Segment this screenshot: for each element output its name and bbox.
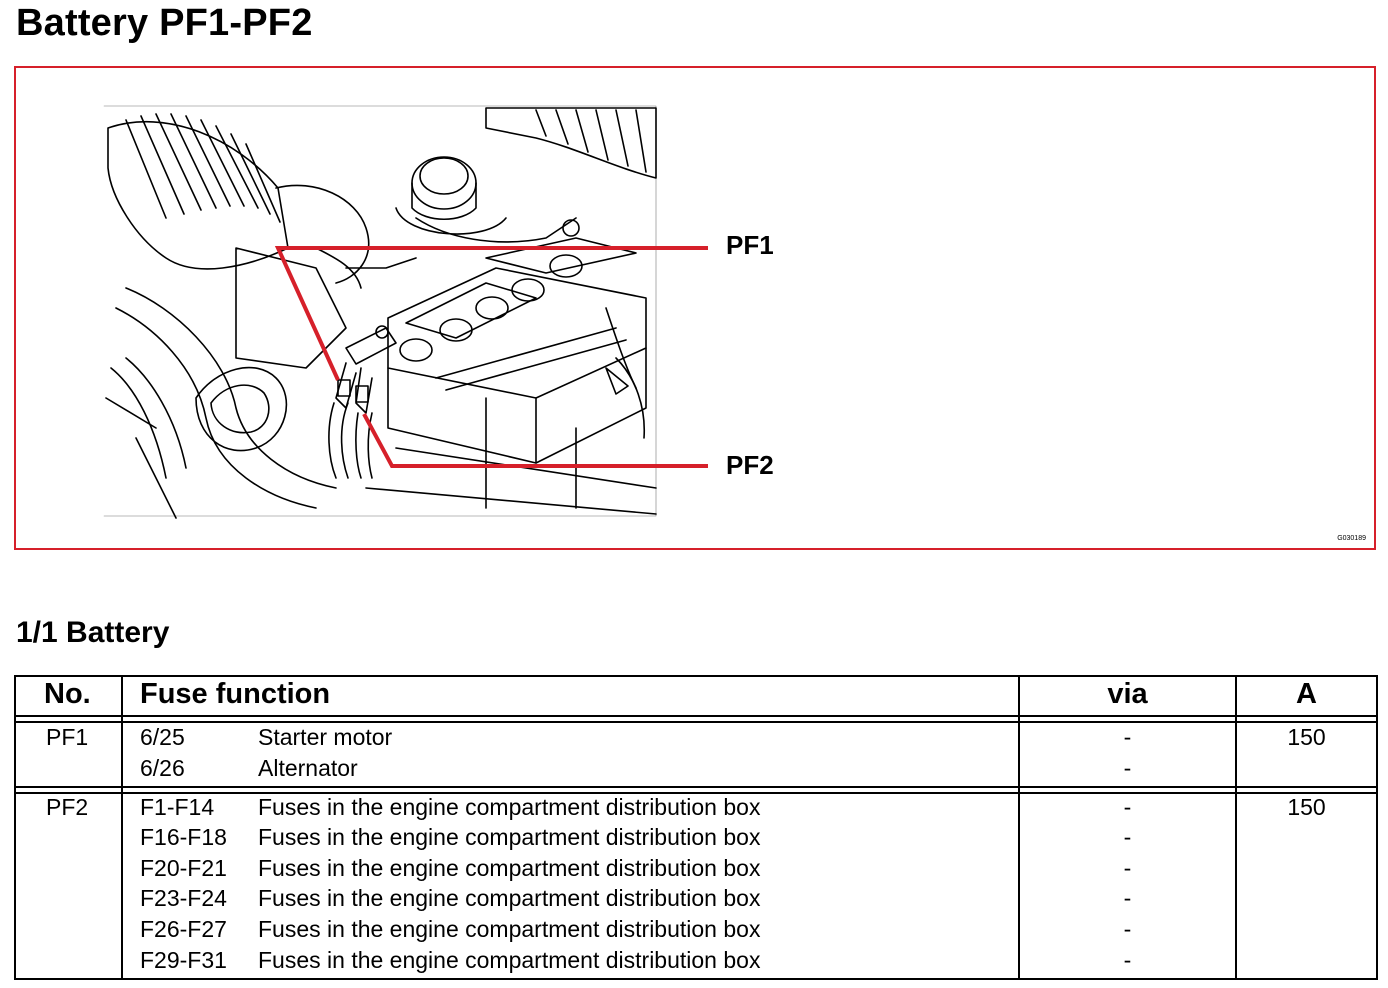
circuit-description: Fuses in the engine compartment distribu…: [258, 794, 761, 820]
header-fuse-function: Fuse function: [140, 678, 331, 710]
circuit-description: Fuses in the engine compartment distribu…: [258, 885, 761, 911]
group-rule: [16, 786, 1376, 788]
fuse-table: No. Fuse function via A PF1 150 6/25 Sta…: [14, 675, 1378, 980]
header-no: No.: [44, 678, 91, 710]
figure-frame: PF1 PF2 G030189: [14, 66, 1376, 550]
column-divider: [121, 677, 123, 978]
circuit-code: F26-F27: [140, 916, 227, 942]
fuse-number: PF2: [46, 794, 89, 820]
circuit-description: Fuses in the engine compartment distribu…: [258, 824, 761, 850]
header-via: via: [1107, 678, 1148, 710]
circuit-description: Fuses in the engine compartment distribu…: [258, 947, 761, 973]
engine-bay-illustration: [103, 105, 708, 519]
circuit-via: -: [1123, 855, 1132, 881]
circuit-code: F16-F18: [140, 824, 227, 850]
circuit-code: F23-F24: [140, 885, 227, 911]
column-divider: [1235, 677, 1237, 978]
table-row: F29-F31 Fuses in the engine compartment …: [16, 945, 1376, 975]
fuse-amps: 150: [1287, 724, 1326, 750]
circuit-code: 6/25: [140, 724, 185, 750]
table-row: F26-F27 Fuses in the engine compartment …: [16, 914, 1376, 944]
fuse-number: PF1: [46, 724, 89, 750]
circuit-via: -: [1123, 755, 1132, 781]
page-title: Battery PF1-PF2: [16, 2, 313, 44]
circuit-via: -: [1123, 794, 1132, 820]
table-row: F23-F24 Fuses in the engine compartment …: [16, 883, 1376, 913]
figure-code: G030189: [1337, 535, 1366, 542]
circuit-via: -: [1123, 724, 1132, 750]
column-divider: [1018, 677, 1020, 978]
header-amps: A: [1296, 678, 1317, 710]
circuit-via: -: [1123, 916, 1132, 942]
circuit-code: 6/26: [140, 755, 185, 781]
circuit-description: Alternator: [258, 755, 358, 781]
circuit-description: Starter motor: [258, 724, 393, 750]
callout-label-pf1: PF1: [726, 230, 774, 260]
circuit-code: F1-F14: [140, 794, 215, 820]
circuit-via: -: [1123, 947, 1132, 973]
circuit-description: Fuses in the engine compartment distribu…: [258, 855, 761, 881]
circuit-code: F20-F21: [140, 855, 227, 881]
circuit-via: -: [1123, 824, 1132, 850]
circuit-description: Fuses in the engine compartment distribu…: [258, 916, 761, 942]
table-row: F1-F14 Fuses in the engine compartment d…: [16, 792, 1376, 822]
table-row: 6/25 Starter motor -: [16, 722, 1376, 752]
table-row: F20-F21 Fuses in the engine compartment …: [16, 853, 1376, 883]
callout-label-pf2: PF2: [726, 450, 774, 480]
header-rule: [16, 715, 1376, 717]
circuit-code: F29-F31: [140, 947, 227, 973]
group-rule: [16, 792, 1376, 794]
section-title: 1/1 Battery: [16, 616, 170, 649]
circuit-via: -: [1123, 885, 1132, 911]
table-row: 6/26 Alternator -: [16, 753, 1376, 783]
header-rule: [16, 721, 1376, 723]
fuse-amps: 150: [1287, 794, 1326, 820]
table-row: F16-F18 Fuses in the engine compartment …: [16, 822, 1376, 852]
